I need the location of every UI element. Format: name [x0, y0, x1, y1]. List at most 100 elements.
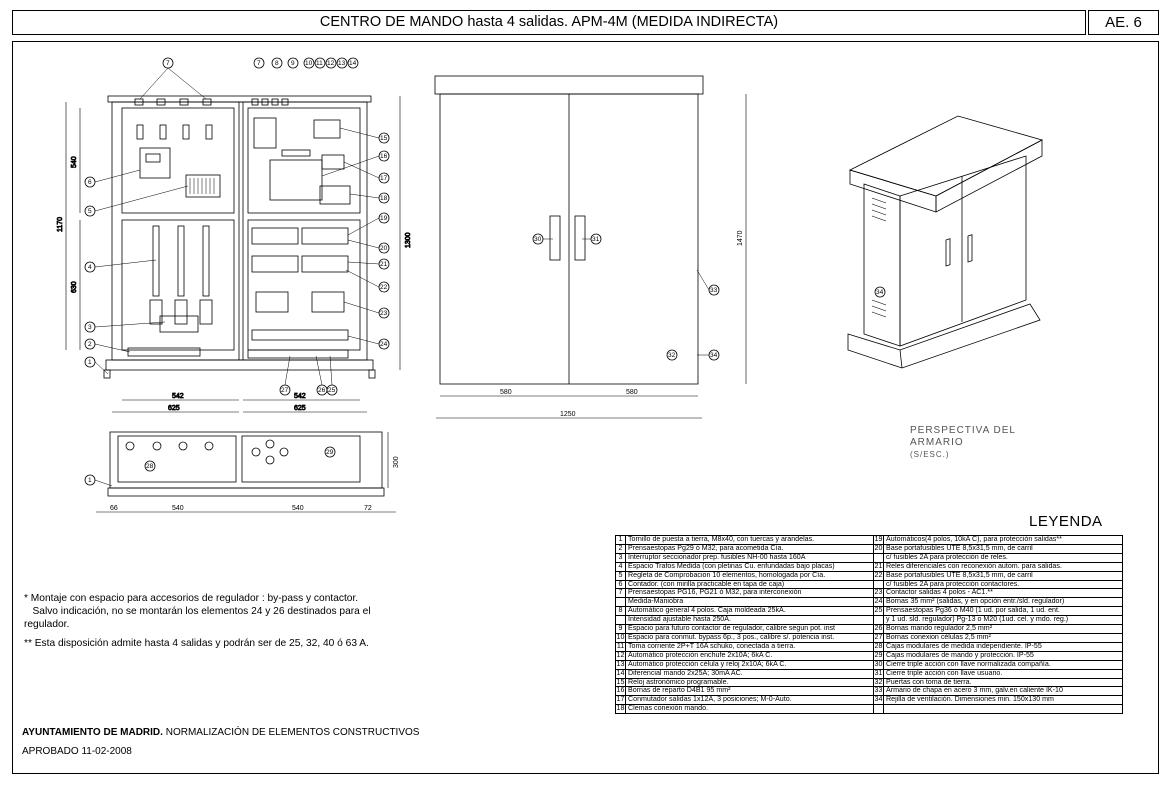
legend-number: 27 — [873, 632, 884, 643]
legend-description: Cajas modulares de mando y protección. I… — [883, 650, 1123, 661]
front-view — [65, 95, 401, 413]
front-callouts — [84, 57, 390, 396]
legend-number: 4 — [615, 561, 626, 572]
callout-7b: 7 — [257, 60, 261, 67]
top-glands — [134, 98, 289, 106]
busbars — [149, 225, 213, 325]
footer-approved: APROBADO 11-02-2008 — [22, 746, 132, 757]
legend-number: 14 — [615, 668, 626, 679]
legend-number: 22 — [873, 570, 884, 581]
callout-34-persp: 34 — [876, 289, 884, 296]
callout-11: 11 — [316, 60, 323, 67]
drawing-code: AE. 6 — [1088, 10, 1159, 35]
vent-grille — [871, 197, 887, 318]
distribution-block — [269, 159, 323, 201]
callout-28: 28 — [146, 463, 154, 470]
astronomic-clock — [321, 154, 345, 170]
legend-description: Base portafusibles UTE 8,5x31,5 mm, de c… — [883, 543, 1123, 554]
legend-description: Interruptor seccionador prep. fusibles N… — [625, 552, 874, 563]
dim-580-b: 580 — [626, 389, 638, 396]
disconnector — [159, 315, 199, 333]
dim-630: 630 — [71, 281, 78, 293]
legend-description: Intensidad ajustable hasta 250A. — [625, 615, 874, 626]
legend-description: Rejilla de ventilación. Dimensiones min.… — [883, 695, 1123, 706]
main-breaker — [253, 117, 277, 149]
perspective-caption-line1: PERSPECTIVA DEL — [910, 425, 1016, 436]
dim-625-left: 625 — [168, 405, 180, 412]
callout-8: 8 — [275, 60, 279, 67]
lock-30 — [549, 215, 561, 261]
legend-description: Cierre triple acción con llave usuario. — [883, 668, 1123, 679]
legend-description: Diferencial mando 2x25A; 30mA AC. — [625, 668, 874, 679]
legend-description: Automáticos(4 polos, 10kA C), para prote… — [883, 535, 1123, 545]
legend-description: Espacio para conmut. bypass 6p., 3 pos.,… — [625, 632, 874, 643]
legend-number: 8 — [615, 606, 626, 617]
legend-description: Automático protección célula y reloj 2x1… — [625, 659, 874, 670]
legend-number: 2 — [615, 543, 626, 554]
legend-number — [873, 615, 884, 626]
lock-31 — [574, 215, 586, 261]
dim-542-right: 542 — [294, 393, 306, 400]
legend-description: Espacio Trafos Medida (con pletinas Cu. … — [625, 561, 874, 572]
callout-1: 1 — [88, 359, 92, 366]
legend-description: Contador. (con mirilla practicable en ta… — [625, 579, 874, 590]
legend-number: 32 — [873, 677, 884, 688]
device-rows — [251, 227, 349, 341]
callout-7a: 7 — [166, 60, 170, 67]
note-1: * Montaje con espacio para accesorios de… — [24, 592, 444, 631]
legend-number: 25 — [873, 606, 884, 617]
legend-title: LEYENDA — [1029, 513, 1103, 530]
legend-number: 19 — [873, 535, 884, 545]
footer-org-rest: NORMALIZACIÓN DE ELEMENTOS CONSTRUCTIVOS — [162, 727, 420, 738]
callout-27: 27 — [281, 387, 289, 394]
legend-description: Toma corriente 2P+T 16A schuko, conectad… — [625, 641, 874, 652]
fuse-bases-top — [136, 124, 213, 140]
callout-26: 26 — [318, 387, 326, 394]
legend-description: Prensaestopas PG16, PG21 ó M32, para int… — [625, 588, 874, 599]
perspective-caption-line2: ARMARIO — [910, 437, 964, 448]
callout-5: 5 — [88, 208, 92, 215]
callout-22: 22 — [380, 284, 388, 291]
dim-540-a: 540 — [172, 505, 184, 512]
callout-20: 20 — [380, 245, 388, 252]
legend-number — [615, 615, 626, 626]
legend-number: 15 — [615, 677, 626, 688]
callout-34-door: 34 — [710, 352, 718, 359]
callout-6: 6 — [88, 179, 92, 186]
legend-description: Armario de chapa en acero 3 mm, galv.en … — [883, 686, 1123, 697]
test-terminal-strip — [185, 174, 221, 198]
dim-542-left: 542 — [172, 393, 184, 400]
dim-1170: 1170 — [57, 217, 64, 232]
callout-17: 17 — [380, 175, 388, 182]
callout-3: 3 — [88, 324, 92, 331]
dim-1250: 1250 — [560, 411, 576, 418]
legend-description: Conmutador salidas 1x12A, 3 posiciones; … — [625, 695, 874, 706]
callout-1-plan: 1 — [88, 477, 92, 484]
legend-number: 31 — [873, 668, 884, 679]
meter-box — [139, 147, 171, 179]
legend-number: 13 — [615, 659, 626, 670]
legend-description: Clemas conexión mando. — [625, 704, 874, 715]
legend-description: Bornas de reparto D4B1 95 mm² — [625, 686, 874, 697]
drawing-title: CENTRO DE MANDO hasta 4 salidas. APM-4M … — [12, 10, 1086, 35]
perspective-view — [847, 115, 1044, 369]
legend-description: Tornillo de puesta a tierra, M8x40, con … — [625, 535, 874, 545]
legend-number: 6 — [615, 579, 626, 590]
dim-540-b: 540 — [292, 505, 304, 512]
plan-view — [84, 431, 396, 513]
callout-10: 10 — [305, 60, 313, 67]
